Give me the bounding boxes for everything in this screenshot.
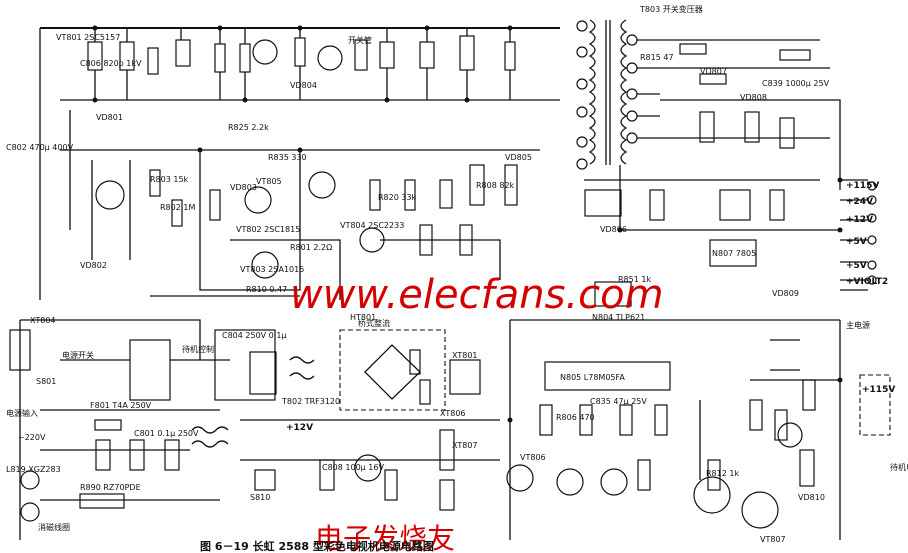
misc-1: L819 XGZ283	[6, 465, 61, 474]
diode-0: VD801	[96, 113, 123, 122]
ic-2: N804 TLP621	[592, 313, 645, 322]
q-4: VT805	[256, 177, 282, 186]
switch-transformer	[576, 19, 638, 170]
res-7: R815 47	[640, 53, 674, 62]
ic-0: N805 L78M05FA	[560, 373, 625, 382]
res-2: R803 15k	[150, 175, 189, 184]
junction-dots	[92, 25, 843, 423]
res-11: R851 1k	[618, 275, 651, 284]
diode-9: VD810	[798, 493, 825, 502]
output-2: +12V	[846, 215, 873, 225]
text-labels: 开关管 T803 开关变压器 电源开关 电源输入 ~220V 消磁线圈 待机控制…	[6, 4, 908, 544]
cap-3: C806 820p 1kV	[80, 59, 142, 68]
standby-section	[214, 329, 500, 511]
q-6: VT807	[760, 535, 786, 544]
output-5: +VIOLT2	[846, 277, 888, 287]
q-3: VT804 2SC2233	[340, 221, 404, 230]
output-0: +115V	[846, 181, 879, 191]
diode-5: VD806	[600, 225, 627, 234]
cap-5: C835 47μ 25V	[590, 397, 647, 406]
res-0: R801 2.2Ω	[290, 243, 332, 252]
q-2: VT803 2SA1015	[240, 265, 304, 274]
label-transformer: T803 开关变压器	[639, 4, 703, 14]
watermark-brand: 电子发烧友	[315, 522, 455, 553]
res-6: R812 1k	[706, 469, 739, 478]
res-1: R802 1M	[160, 203, 195, 212]
label-standby-power: 待机电源	[890, 462, 908, 472]
output-3: +5V	[846, 237, 867, 247]
label-xt804: XT804	[30, 316, 56, 325]
output-1: +24V	[846, 197, 873, 207]
output-4: +5V	[846, 261, 867, 271]
label-power-switch: 电源开关	[62, 350, 94, 360]
res-8: R820 33k	[378, 193, 417, 202]
res-5: R810 0.47	[246, 285, 287, 294]
res-10: R835 330	[268, 153, 307, 162]
res-4: R808 82k	[476, 181, 515, 190]
cap-0: C801 0.1μ 250V	[134, 429, 199, 438]
cap-1: C802 470μ 400V	[6, 143, 74, 152]
diode-2: VD803	[230, 183, 257, 192]
label-xt807: XT807	[452, 441, 478, 450]
cap-4: C808 100μ 16V	[322, 463, 384, 472]
control-section	[506, 319, 891, 540]
misc-4: S810	[250, 493, 270, 502]
label-switch-tube: 开关管	[348, 35, 372, 45]
diode-3: VD804	[290, 81, 317, 90]
misc-3: S801	[36, 377, 56, 386]
figure-caption: 图 6－19 长虹 2588 型彩色电视机电源电路图	[200, 539, 434, 553]
cap-6: C839 1000μ 25V	[762, 79, 830, 88]
misc-6: HT801	[350, 313, 376, 322]
output-6: +12V	[286, 423, 313, 433]
q-1: VT802 2SC1815	[236, 225, 300, 234]
diode-1: VD802	[80, 261, 107, 270]
output-7: +115V	[862, 385, 895, 395]
q-0: VT801 2SC5157	[56, 33, 120, 42]
label-standby: 待机控制	[182, 344, 214, 354]
misc-5: T802 TRF3120	[281, 397, 340, 406]
label-xt801: XT801	[452, 351, 478, 360]
primary-section	[69, 28, 518, 300]
diode-6: VD807	[700, 67, 727, 76]
q-5: VT806	[520, 453, 546, 462]
ic-1: N807 7805	[712, 249, 756, 258]
label-degauss: 消磁线圈	[38, 522, 70, 532]
res-9: R825 2.2k	[228, 123, 269, 132]
diode-7: VD808	[740, 93, 767, 102]
secondary-section	[584, 39, 877, 307]
label-power-input: 电源输入	[6, 408, 38, 418]
label-xt806: XT806	[440, 409, 466, 418]
diode-8: VD809	[772, 289, 799, 298]
ac-input-section	[9, 319, 230, 540]
res-3: R806 470	[556, 413, 595, 422]
watermark-site: www.elecfans.com	[290, 272, 664, 318]
cap-2: C804 250V 0.1μ	[222, 331, 287, 340]
misc-2: R890 RZ70PDE	[80, 483, 141, 492]
label-ac-input: ~220V	[18, 433, 46, 442]
misc-0: F801 T4A 250V	[90, 401, 152, 410]
diode-4: VD805	[505, 153, 532, 162]
label-main-power: 主电源	[846, 320, 870, 330]
label-bridge: 桥式整流	[358, 318, 390, 328]
